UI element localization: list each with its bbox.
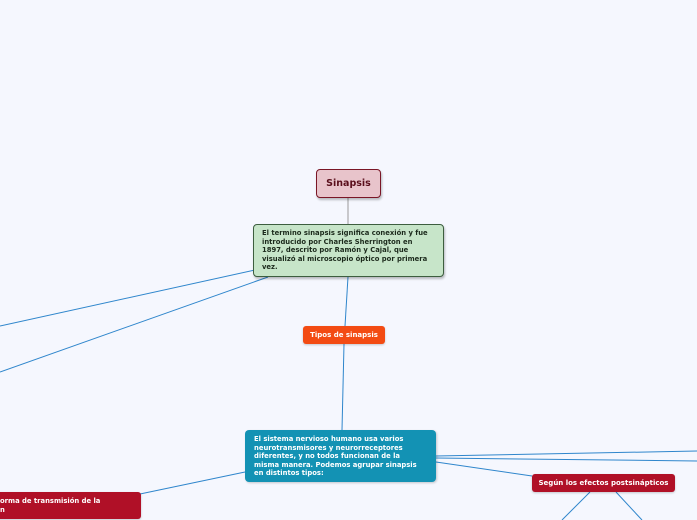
- efectos-label: Según los efectos postsinápticos: [538, 479, 669, 487]
- efectos-postsinapticos-topic[interactable]: Según los efectos postsinápticos: [532, 474, 675, 492]
- connector-definition-tipos: [344, 276, 349, 327]
- tipos-de-sinapsis-topic[interactable]: Tipos de sinapsis: [303, 326, 385, 344]
- definition-topic[interactable]: El termino sinapsis significa conexión y…: [253, 224, 444, 277]
- definition-text: El termino sinapsis significa conexión y…: [262, 229, 428, 271]
- connector-definition-left-2: [0, 276, 269, 373]
- connector-sistema-forma: [139, 471, 246, 495]
- root-topic-sinapsis[interactable]: Sinapsis: [316, 169, 381, 198]
- forma-text: orma de transmisión de la n: [0, 497, 101, 514]
- connector-efectos-down-2: [615, 491, 643, 520]
- connector-sistema-efectos: [435, 461, 533, 477]
- sistema-nervioso-topic[interactable]: El sistema nervioso humano usa varios ne…: [245, 430, 436, 482]
- root-topic-label: Sinapsis: [326, 178, 371, 189]
- forma-de-transmision-topic[interactable]: orma de transmisión de la n: [0, 492, 141, 519]
- connector-efectos-down-1: [561, 491, 591, 520]
- connector-sistema-right-1: [435, 450, 697, 457]
- connector-tipos-sistema: [341, 343, 345, 431]
- tipos-label: Tipos de sinapsis: [310, 331, 378, 339]
- sistema-text: El sistema nervioso humano usa varios ne…: [254, 435, 417, 477]
- connector-definition-left-1: [0, 269, 256, 327]
- connector-sistema-right-2: [435, 457, 697, 462]
